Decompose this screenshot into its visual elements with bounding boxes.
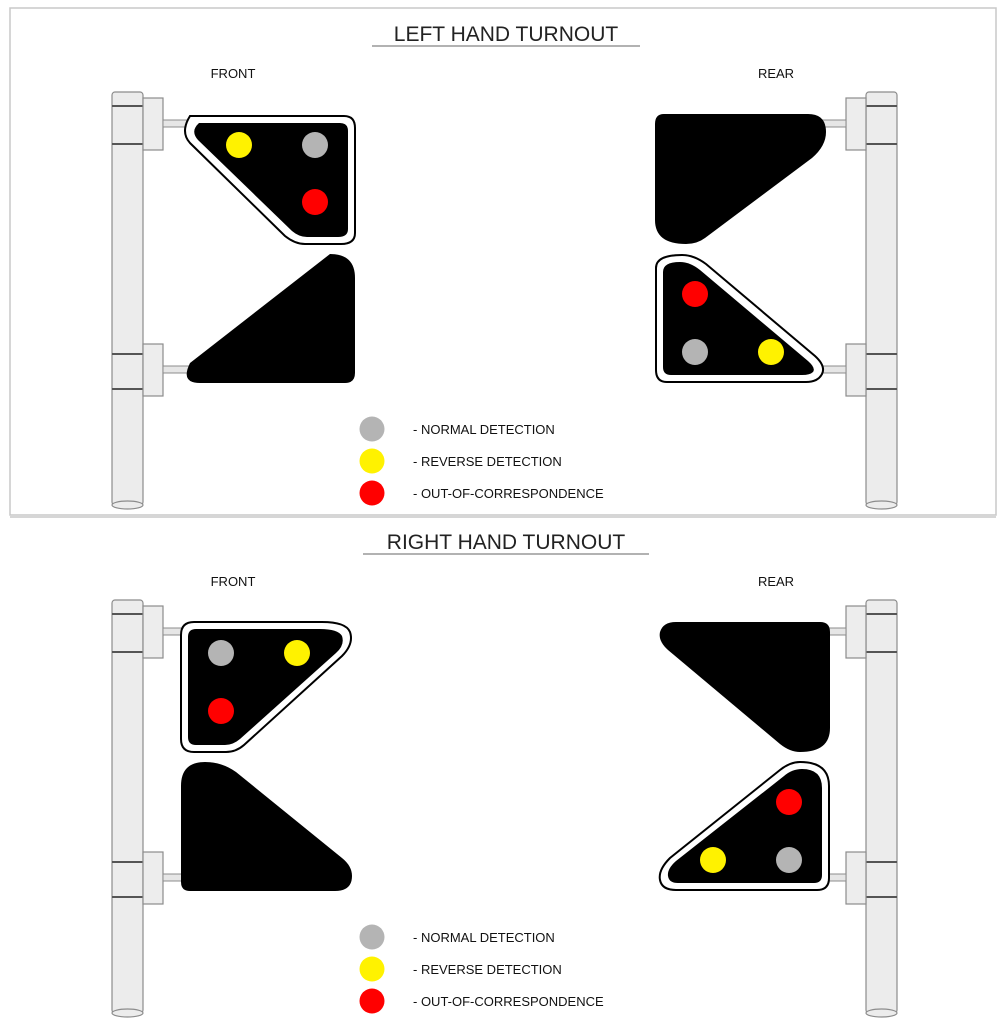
- front-signal-head-dark: [187, 254, 355, 383]
- front-pole: [112, 92, 143, 505]
- rear-lamp-normal: [682, 339, 708, 365]
- front-pole-bracket: [143, 344, 163, 396]
- panel-border-left-hand: [10, 8, 996, 515]
- rear-signal-head-dark: [660, 622, 830, 752]
- rear-pole-base: [866, 501, 897, 509]
- legend-label: - NORMAL DETECTION: [413, 930, 555, 945]
- legend-lamp-normal: [360, 417, 385, 442]
- legend-label: - OUT-OF-CORRESPONDENCE: [413, 994, 604, 1009]
- rear-lamp-out-of-correspondence: [682, 281, 708, 307]
- rear-lamp-reverse: [700, 847, 726, 873]
- legend-item: - NORMAL DETECTION: [360, 925, 555, 950]
- front-lamp-reverse: [284, 640, 310, 666]
- front-lamp-out-of-correspondence: [302, 189, 328, 215]
- front-label: FRONT: [211, 574, 256, 589]
- legend-label: - OUT-OF-CORRESPONDENCE: [413, 486, 604, 501]
- front-pole: [112, 600, 143, 1013]
- panel-title: RIGHT HAND TURNOUT: [387, 531, 626, 554]
- legend-label: - REVERSE DETECTION: [413, 962, 562, 977]
- front-lamp-normal: [208, 640, 234, 666]
- front-pole-base: [112, 1009, 143, 1017]
- rear-lamp-out-of-correspondence: [776, 789, 802, 815]
- rear-pole-base: [866, 1009, 897, 1017]
- legend-lamp-normal: [360, 925, 385, 950]
- rear-pole-bracket: [846, 344, 866, 396]
- front-signal-head-dark: [181, 762, 352, 891]
- rear-label: REAR: [758, 66, 794, 81]
- panel-title: LEFT HAND TURNOUT: [394, 23, 619, 46]
- rear-pole-bracket: [846, 852, 866, 904]
- legend-label: - REVERSE DETECTION: [413, 454, 562, 469]
- rear-label: REAR: [758, 574, 794, 589]
- legend-item: - REVERSE DETECTION: [360, 449, 562, 474]
- front-lamp-out-of-correspondence: [208, 698, 234, 724]
- rear-signal-head-dark: [655, 114, 826, 244]
- legend-lamp-reverse: [360, 449, 385, 474]
- legend-lamp-out-of-correspondence: [360, 481, 385, 506]
- front-pole-base: [112, 501, 143, 509]
- rear-pole: [866, 92, 897, 505]
- rear-pole: [866, 600, 897, 1013]
- panel-left-hand-turnout: LEFT HAND TURNOUT FRONT REAR - NORMAL DETEC…: [112, 23, 897, 509]
- rear-pole-bracket: [846, 98, 866, 150]
- legend-label: - NORMAL DETECTION: [413, 422, 555, 437]
- rear-lamp-normal: [776, 847, 802, 873]
- legend-lamp-out-of-correspondence: [360, 989, 385, 1014]
- front-pole-bracket: [143, 98, 163, 150]
- front-lamp-reverse: [226, 132, 252, 158]
- front-pole-bracket: [143, 606, 163, 658]
- front-pole-bracket: [143, 852, 163, 904]
- legend-item: - OUT-OF-CORRESPONDENCE: [360, 989, 605, 1014]
- legend-item: - REVERSE DETECTION: [360, 957, 562, 982]
- legend-item: - NORMAL DETECTION: [360, 417, 555, 442]
- front-label: FRONT: [211, 66, 256, 81]
- panel-right-hand-turnout: RIGHT HAND TURNOUT FRONT REAR - NORMAL DETE…: [112, 531, 897, 1017]
- rear-pole-bracket: [846, 606, 866, 658]
- front-lamp-normal: [302, 132, 328, 158]
- legend-lamp-reverse: [360, 957, 385, 982]
- rear-lamp-reverse: [758, 339, 784, 365]
- legend-item: - OUT-OF-CORRESPONDENCE: [360, 481, 605, 506]
